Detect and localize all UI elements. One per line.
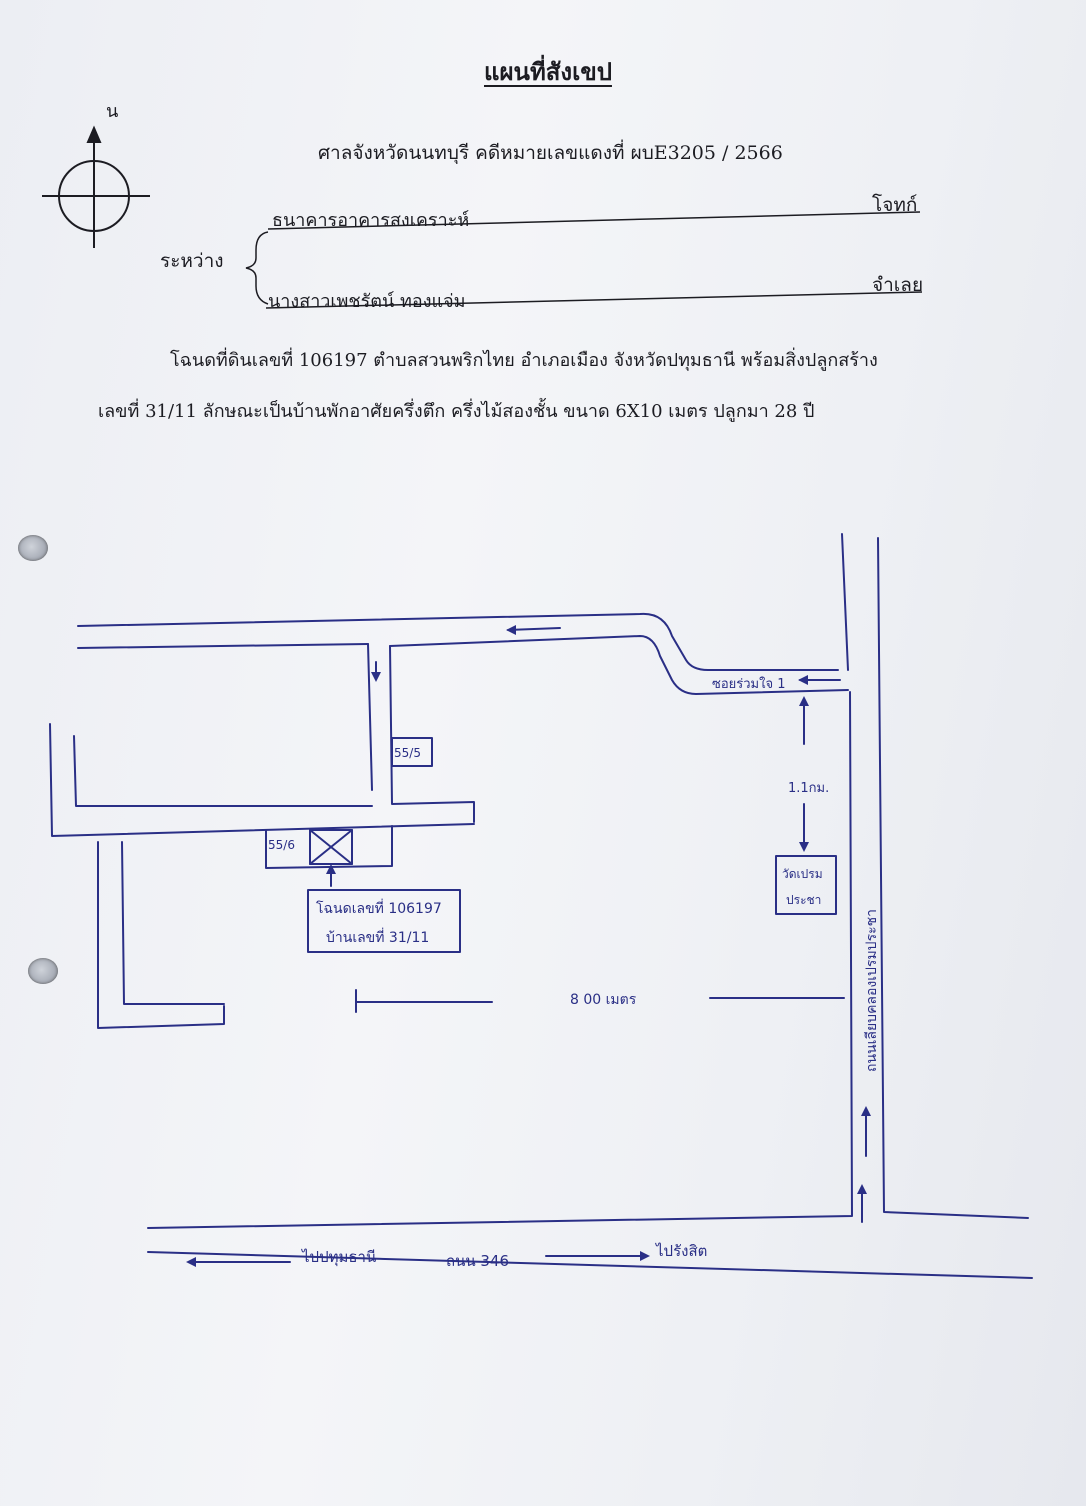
main-road-label: ถนน 346	[446, 1252, 509, 1270]
arrow-down-icon	[799, 842, 809, 852]
house-55-5-label: 55/5	[394, 746, 421, 760]
arrow-up-icon	[799, 696, 809, 706]
court-case-line: ศาลจังหวัดนนทบุรี คดีหมายเลขแดงที่ ผบE32…	[318, 142, 783, 164]
soi-label: ซอยร่วมใจ 1	[712, 676, 785, 692]
to-pathum-label: ไปปทุมธานี	[301, 1248, 376, 1267]
property-description-line2: เลขที่ 31/11 ลักษณะเป็นบ้านพักอาศัยครึ่ง…	[98, 401, 815, 422]
property-description-line1: โฉนดที่ดินเลขที่ 106197 ตำบลสวนพริกไทย อ…	[170, 350, 878, 371]
arrow-left-icon	[798, 675, 808, 685]
defendant-role: จำเลย	[872, 274, 924, 296]
arrow-down-icon	[371, 672, 381, 682]
between-label: ระหว่าง	[160, 250, 224, 272]
north-label: น	[106, 101, 119, 122]
compass-icon	[42, 125, 150, 248]
party-lines	[245, 211, 923, 309]
temple-label-line2: ประชา	[786, 893, 821, 907]
arrow-right-icon	[640, 1251, 650, 1261]
map-arrowheads	[186, 625, 871, 1267]
distance-800m: 8 00 เมตร	[570, 992, 637, 1008]
deed-box-line2: บ้านเลขที่ 31/11	[326, 928, 429, 946]
deed-box-line1: โฉนดเลขที่ 106197	[316, 899, 442, 917]
temple-label-line1: วัดเปรม	[782, 867, 823, 881]
arrow-up-icon	[857, 1184, 867, 1194]
punch-hole-top	[18, 535, 48, 561]
arrow-up-icon	[326, 864, 336, 874]
plaintiff-role: โจทก์	[872, 194, 918, 216]
page-title: แผนที่สังเขป	[484, 57, 612, 86]
arrow-up-icon	[861, 1106, 871, 1116]
side-road-label: ถนนเลียบคลองเปรมประชา	[864, 909, 880, 1072]
distance-1-1km: 1.1กม.	[788, 781, 829, 796]
punch-hole-bottom	[28, 958, 58, 984]
house-55-6-label: 55/6	[268, 838, 295, 852]
arrow-left-icon	[186, 1257, 196, 1267]
brace-icon	[245, 231, 269, 305]
to-rangsit-label: ไปรังสิต	[655, 1242, 707, 1260]
arrow-left-icon	[506, 625, 516, 635]
